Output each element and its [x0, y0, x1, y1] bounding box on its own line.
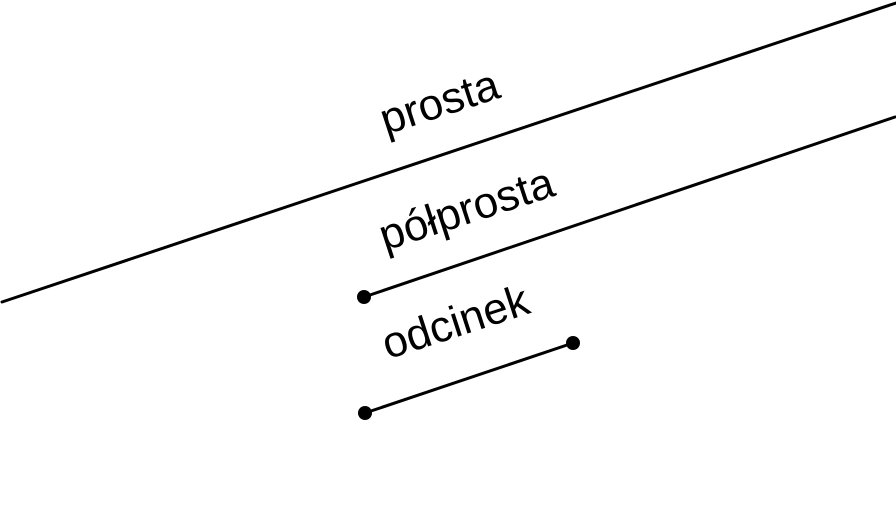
segment-figure: odcinek	[358, 275, 580, 420]
line-figure: prosta	[0, 1, 896, 304]
ray-polprosta	[362, 115, 896, 299]
segment-odcinek-label: odcinek	[376, 275, 536, 369]
ray-polprosta-label: półprosta	[373, 158, 561, 261]
segment-start-dot	[358, 406, 372, 420]
ray-figure: półprosta	[357, 115, 896, 304]
segment-end-dot	[566, 336, 580, 350]
line-prosta-label: prosta	[374, 60, 506, 145]
segment-odcinek	[363, 341, 575, 415]
line-prosta	[0, 1, 896, 304]
ray-start-dot	[357, 290, 371, 304]
